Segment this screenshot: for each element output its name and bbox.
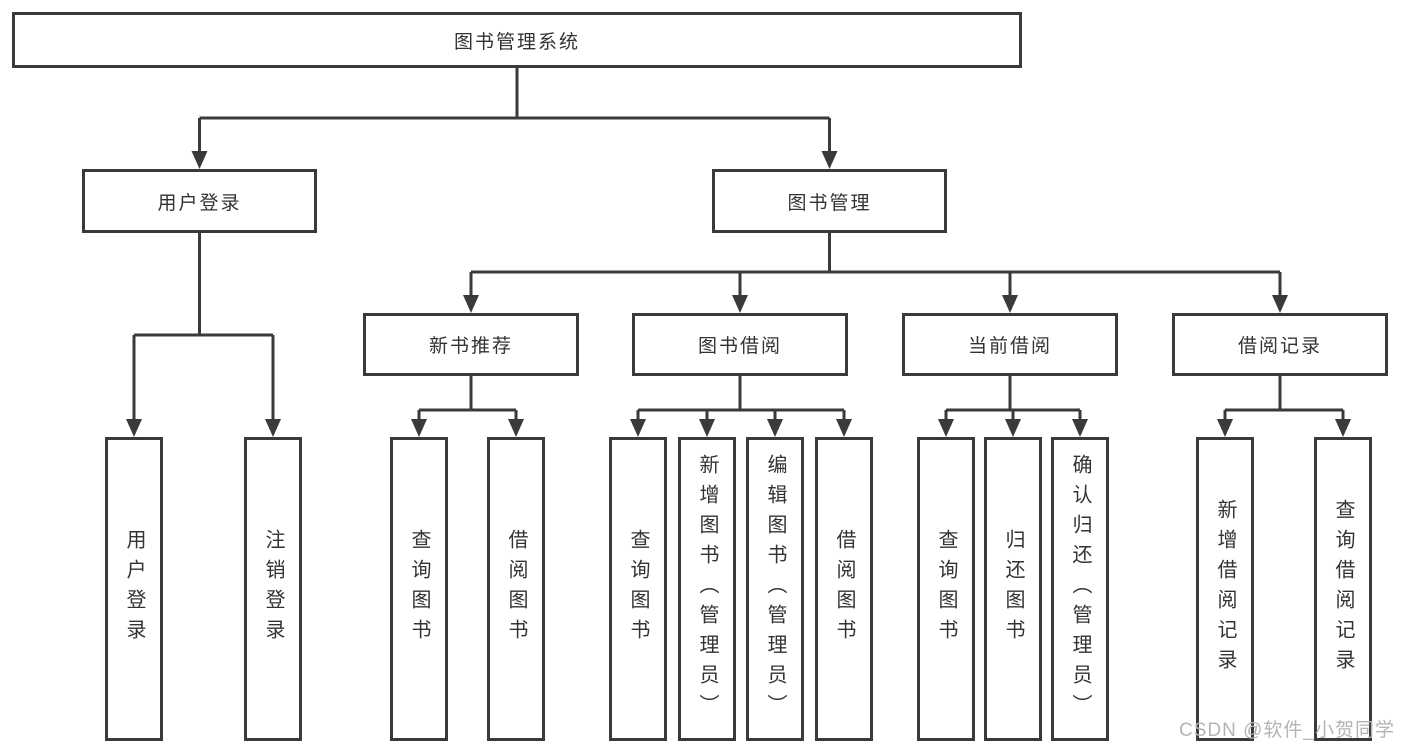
leaf-query-books-newbook: 查询图书 bbox=[390, 437, 448, 741]
node-book-borrowing-label: 图书借阅 bbox=[697, 336, 782, 357]
leaf-return-books: 归还图书 bbox=[984, 437, 1042, 741]
node-borrowing-records-label: 借阅记录 bbox=[1237, 336, 1322, 357]
leaf-add-borrow-record-label: 新增借阅记录 bbox=[1214, 499, 1236, 679]
node-user-login: 用户登录 bbox=[82, 169, 317, 233]
leaf-confirm-return-admin: 确认归还（管理员） bbox=[1051, 437, 1109, 741]
leaf-edit-books-admin-label: 编辑图书（管理员） bbox=[764, 454, 786, 724]
leaf-query-borrow-record-label: 查询借阅记录 bbox=[1332, 499, 1354, 679]
leaf-borrow-books-newbook-label: 借阅图书 bbox=[505, 529, 527, 649]
leaf-borrow-books-newbook: 借阅图书 bbox=[487, 437, 545, 741]
node-user-login-label: 用户登录 bbox=[157, 192, 242, 214]
leaf-logout-label: 注销登录 bbox=[262, 529, 284, 649]
node-borrowing-records: 借阅记录 bbox=[1172, 313, 1388, 376]
leaf-query-books-newbook-label: 查询图书 bbox=[408, 529, 430, 649]
node-current-borrowing: 当前借阅 bbox=[902, 313, 1118, 376]
leaf-query-books-current: 查询图书 bbox=[917, 437, 975, 741]
node-new-book-recommend-label: 新书推荐 bbox=[428, 336, 513, 357]
leaf-edit-books-admin: 编辑图书（管理员） bbox=[746, 437, 804, 741]
leaf-add-books-admin-label: 新增图书（管理员） bbox=[696, 454, 718, 724]
leaf-query-borrow-record: 查询借阅记录 bbox=[1314, 437, 1372, 741]
leaf-user-login-label: 用户登录 bbox=[123, 529, 145, 649]
node-book-borrowing: 图书借阅 bbox=[632, 313, 848, 376]
leaf-confirm-return-admin-label: 确认归还（管理员） bbox=[1069, 454, 1091, 724]
node-book-management: 图书管理 bbox=[712, 169, 947, 233]
watermark: CSDN @软件_小贺同学 bbox=[1179, 720, 1395, 741]
leaf-add-books-admin: 新增图书（管理员） bbox=[678, 437, 736, 741]
leaf-borrow-books-borrow-label: 借阅图书 bbox=[833, 529, 855, 649]
leaf-add-borrow-record: 新增借阅记录 bbox=[1196, 437, 1254, 741]
leaf-query-books-current-label: 查询图书 bbox=[935, 529, 957, 649]
node-current-borrowing-label: 当前借阅 bbox=[967, 336, 1052, 357]
leaf-query-books-borrow: 查询图书 bbox=[609, 437, 667, 741]
leaf-return-books-label: 归还图书 bbox=[1002, 529, 1024, 649]
node-book-management-label: 图书管理 bbox=[787, 192, 872, 214]
node-root-label: 图书管理系统 bbox=[453, 31, 580, 53]
leaf-borrow-books-borrow: 借阅图书 bbox=[815, 437, 873, 741]
node-new-book-recommend: 新书推荐 bbox=[363, 313, 579, 376]
leaf-logout: 注销登录 bbox=[244, 437, 302, 741]
node-root: 图书管理系统 bbox=[12, 12, 1022, 68]
leaf-query-books-borrow-label: 查询图书 bbox=[627, 529, 649, 649]
leaf-user-login: 用户登录 bbox=[105, 437, 163, 741]
